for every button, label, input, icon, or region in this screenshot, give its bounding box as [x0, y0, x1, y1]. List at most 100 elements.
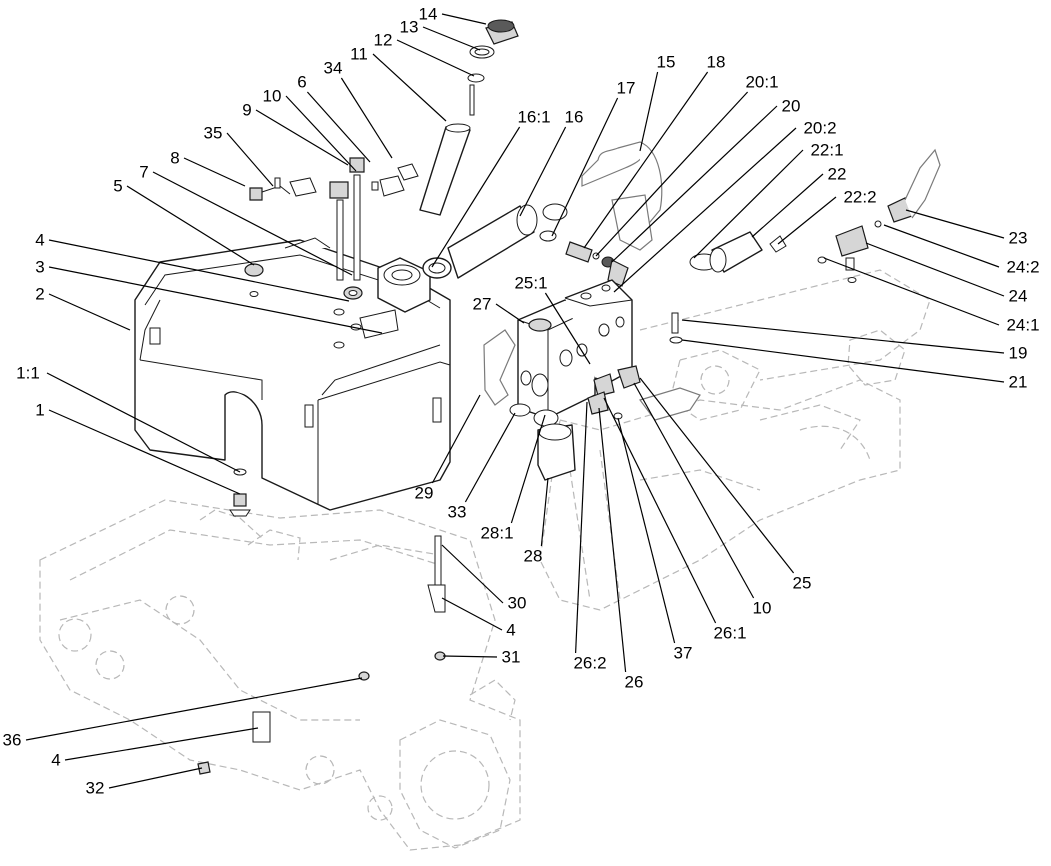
leader-c18 — [583, 71, 709, 249]
callout-c6: 6 — [297, 73, 306, 92]
leader-c29 — [431, 394, 481, 484]
leader-c26-2 — [575, 401, 588, 654]
callout-c10b: 10 — [753, 599, 772, 618]
callout-c2: 2 — [35, 285, 44, 304]
callout-c22: 22 — [828, 165, 847, 184]
leader-c24 — [865, 242, 1005, 297]
callout-c22-2: 22:2 — [843, 188, 876, 207]
callout-c15: 15 — [657, 53, 676, 72]
return-fittings — [689, 148, 941, 283]
valve-fittings-lower — [483, 312, 701, 481]
leader-c27 — [495, 303, 525, 324]
leader-c10b — [633, 382, 755, 599]
callout-c8: 8 — [170, 149, 179, 168]
leader-c1-1 — [46, 372, 241, 473]
callout-c28-1: 28:1 — [480, 524, 513, 543]
leader-c20 — [611, 105, 778, 263]
leader-c4b — [441, 597, 503, 631]
leader-c13 — [422, 26, 481, 51]
leader-c16 — [519, 126, 567, 217]
callout-c24-1: 24:1 — [1006, 316, 1039, 335]
callout-c21: 21 — [1009, 373, 1028, 392]
leader-c33 — [464, 412, 516, 503]
leader-lines — [25, 13, 1005, 789]
callout-c31: 31 — [502, 648, 521, 667]
callout-c9: 9 — [242, 101, 251, 120]
callout-c29: 29 — [415, 484, 434, 503]
callout-c18: 18 — [707, 53, 726, 72]
callout-c13: 13 — [400, 18, 419, 37]
leader-c28-1 — [510, 414, 546, 524]
leader-c8 — [183, 157, 246, 187]
hydraulic-tank — [134, 237, 451, 511]
callout-c12: 12 — [374, 31, 393, 50]
leader-c6 — [306, 91, 371, 163]
callout-c10a: 10 — [263, 87, 282, 106]
suction-hose — [422, 141, 663, 279]
leader-c25-1 — [544, 292, 591, 365]
callout-c36: 36 — [3, 731, 22, 750]
leader-c34 — [340, 77, 393, 159]
callout-c26-1: 26:1 — [713, 624, 746, 643]
callout-c20-1: 20:1 — [745, 73, 778, 92]
callout-c11: 11 — [350, 45, 368, 64]
callout-c3: 3 — [35, 258, 44, 277]
leader-c4c — [64, 727, 259, 761]
leader-c4a — [48, 239, 350, 302]
leader-c1 — [48, 409, 241, 495]
leader-c3 — [48, 266, 383, 334]
leader-c30 — [441, 544, 504, 604]
callout-c37: 37 — [674, 644, 693, 663]
callout-c27: 27 — [473, 295, 492, 314]
callout-c19: 19 — [1009, 344, 1028, 363]
callout-c1: 1 — [35, 401, 44, 420]
leader-c22-1 — [693, 149, 804, 259]
callout-c4a: 4 — [35, 231, 44, 250]
callout-c26: 26 — [625, 673, 644, 692]
leader-c31 — [442, 655, 498, 658]
leader-c11 — [372, 53, 447, 122]
leader-c23 — [905, 209, 1005, 239]
callout-c16-1: 16:1 — [517, 108, 550, 127]
callout-c17: 17 — [617, 79, 636, 98]
leader-c21 — [681, 339, 1005, 383]
mount-bracket-hardware — [197, 535, 446, 775]
callout-c23: 23 — [1009, 229, 1028, 248]
callout-c16: 16 — [565, 108, 584, 127]
leader-c9 — [255, 109, 349, 166]
leader-c2 — [48, 293, 131, 331]
leader-c28 — [540, 477, 549, 547]
leader-c12 — [396, 39, 475, 77]
callout-c1-1: 1:1 — [16, 364, 40, 383]
leader-c16-1 — [431, 126, 521, 268]
callout-c35: 35 — [204, 124, 223, 143]
callout-c20-2: 20:2 — [803, 119, 836, 138]
valve-manifold — [517, 279, 633, 419]
callout-c24-2: 24:2 — [1006, 258, 1039, 277]
callout-c25-1: 25:1 — [514, 274, 547, 293]
callout-c22-1: 22:1 — [810, 141, 843, 160]
callout-c7: 7 — [139, 163, 148, 182]
leader-c20-2 — [613, 127, 797, 293]
leader-c35 — [226, 132, 274, 187]
callout-c4c: 4 — [51, 751, 60, 770]
callout-c5: 5 — [113, 177, 122, 196]
leader-c26-1 — [603, 397, 717, 624]
suction-tubes — [249, 157, 419, 281]
callout-c32: 32 — [86, 779, 105, 798]
tank-grommets — [229, 263, 363, 517]
callout-c30: 30 — [508, 594, 527, 613]
leader-c24-1 — [823, 257, 1000, 326]
leader-c26 — [598, 407, 627, 673]
leader-c10a — [285, 95, 357, 172]
callout-c4b: 4 — [506, 621, 515, 640]
leader-c32 — [108, 767, 203, 789]
callout-c34: 34 — [324, 59, 343, 78]
leader-c22 — [751, 173, 824, 238]
leader-c22-2 — [777, 196, 837, 245]
callout-c25: 25 — [793, 574, 812, 593]
ghost-frame — [39, 269, 931, 851]
leader-c36 — [25, 677, 363, 741]
callout-c24: 24 — [1009, 287, 1028, 306]
